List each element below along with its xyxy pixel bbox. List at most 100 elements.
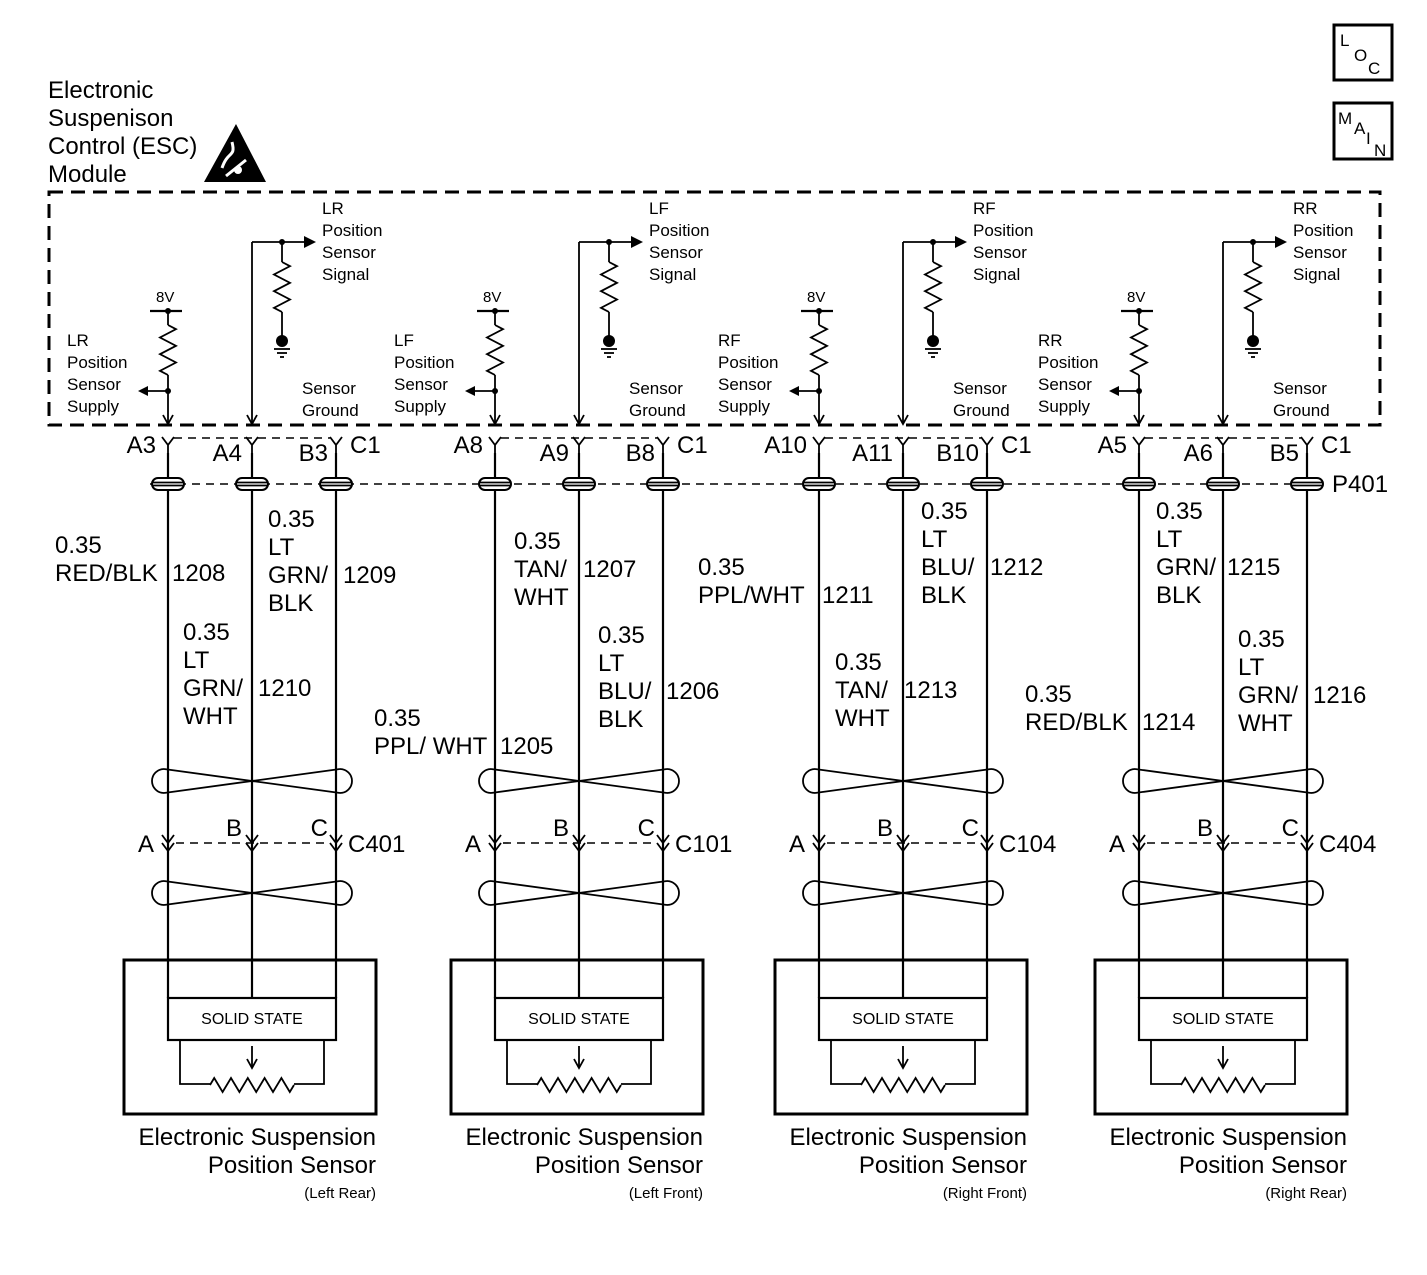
sensor-body (449, 958, 705, 1116)
supply-label-line: Supply (67, 397, 119, 416)
wire-spec-line: LT (268, 534, 295, 561)
wire-spec-line: BLU/ (598, 678, 652, 705)
main-letter-n: N (1374, 141, 1386, 160)
wire-spec-line: 0.35 (268, 506, 315, 533)
sensor-name-line: Electronic Suspension (139, 1124, 376, 1151)
ground-label-line: Sensor (629, 379, 683, 398)
supply-label-line: RR (1038, 331, 1063, 350)
wire-spec-line: 0.35 (55, 532, 102, 559)
cavity-label: C (962, 815, 979, 842)
sensor-position: (Right Rear) (1265, 1185, 1347, 1202)
pin-label: B10 (936, 440, 979, 467)
wire-spec-line: TAN/ (514, 556, 567, 583)
esc-module-outline (47, 190, 1382, 427)
pin-label: A5 (1098, 432, 1127, 459)
signal-label-line: Position (973, 221, 1033, 240)
solid-state-label: SOLID STATE (852, 1011, 954, 1028)
module-title: Electronic Suspenison Control (ESC) Modu… (48, 77, 197, 188)
sensor-position: (Right Front) (943, 1185, 1027, 1202)
signal-label-line: Sensor (1293, 243, 1347, 262)
main-letter-a: A (1354, 119, 1366, 138)
ground-label-line: Sensor (302, 379, 356, 398)
wire-spec-line: LT (921, 526, 948, 553)
cavity-label: B (1197, 815, 1213, 842)
pin-label: C1 (350, 432, 381, 459)
circuit-number: 1207 (583, 556, 636, 583)
esd-warning-icon (204, 124, 266, 182)
ground-label-line: Ground (629, 401, 686, 420)
supply-label-line: LR (67, 331, 89, 350)
wire-spec-line: 0.35 (598, 622, 645, 649)
signal-label-line: Position (649, 221, 709, 240)
wire-spec-line: 0.35 (698, 554, 745, 581)
sensor-name-line: Position Sensor (208, 1152, 376, 1179)
supply-label-line: RF (718, 331, 741, 350)
connector-label: C101 (675, 831, 732, 858)
circuit-number: 1215 (1227, 554, 1280, 581)
solid-state-label: SOLID STATE (201, 1011, 303, 1028)
main-button[interactable]: M A I N (1332, 101, 1394, 161)
wire-spec-line: 0.35 (374, 705, 421, 732)
circuit-number: 1208 (172, 560, 225, 587)
cavity-label: C (311, 815, 328, 842)
wire-spec-line: LT (183, 647, 210, 674)
p401-label: P401 (1332, 471, 1388, 498)
wire-spec-line: PPL/ WHT (374, 733, 488, 760)
wire-spec-line: RED/BLK (55, 560, 158, 587)
pin-label: B8 (626, 440, 655, 467)
signal-label-line: Position (322, 221, 382, 240)
wire-spec-line: 0.35 (183, 619, 230, 646)
sensor-group: 8VLFPositionSensorSupplyLFPositionSensor… (374, 199, 732, 1202)
main-letter-i: I (1366, 129, 1371, 148)
signal-label-line: Sensor (322, 243, 376, 262)
supply-label-line: Supply (718, 397, 770, 416)
sensor-name-line: Electronic Suspension (790, 1124, 1027, 1151)
signal-label-line: Signal (973, 265, 1020, 284)
wire-spec-line: WHT (183, 703, 238, 730)
wire-spec-line: 0.35 (921, 498, 968, 525)
pin-label: A3 (127, 432, 156, 459)
sensor-group: 8VLRPositionSensorSupplyLRPositionSensor… (55, 199, 405, 1202)
voltage-label: 8V (156, 289, 174, 306)
sensor-name-line: Position Sensor (1179, 1152, 1347, 1179)
circuit-number: 1205 (500, 733, 553, 760)
sensor-group: 8VRFPositionSensorSupplyRFPositionSensor… (698, 199, 1056, 1202)
supply-label-line: Sensor (718, 375, 772, 394)
supply-label-line: LF (394, 331, 414, 350)
signal-label-line: Position (1293, 221, 1353, 240)
connector-label: C404 (1319, 831, 1376, 858)
wire-spec-line: BLK (268, 590, 313, 617)
module-title-line-3: Control (ESC) (48, 133, 197, 160)
wire-spec-line: 0.35 (1238, 626, 1285, 653)
pin-label: C1 (1001, 432, 1032, 459)
sensor-name-line: Electronic Suspension (1110, 1124, 1347, 1151)
signal-label-line: LF (649, 199, 669, 218)
wire-spec-line: 0.35 (1025, 681, 1072, 708)
voltage-label: 8V (483, 289, 501, 306)
sensor-body (1093, 958, 1349, 1116)
wire-spec-line: LT (598, 650, 625, 677)
pin-label: A4 (213, 440, 242, 467)
loc-button[interactable]: L O C (1332, 23, 1394, 82)
ground-label-line: Sensor (1273, 379, 1327, 398)
supply-label-line: Sensor (67, 375, 121, 394)
cavity-label: A (1109, 831, 1125, 858)
circuit-number: 1211 (822, 582, 874, 609)
sensor-groups: 8VLRPositionSensorSupplyLRPositionSensor… (55, 199, 1376, 1202)
circuit-number: 1210 (258, 675, 311, 702)
loc-letter-o: O (1354, 46, 1367, 65)
cavity-label: A (789, 831, 805, 858)
wire-spec-line: LT (1156, 526, 1183, 553)
circuit-number: 1216 (1313, 682, 1366, 709)
loc-letter-c: C (1368, 59, 1380, 78)
wire-spec-line: WHT (514, 584, 569, 611)
ground-label-line: Sensor (953, 379, 1007, 398)
circuit-number: 1213 (904, 677, 957, 704)
supply-label-line: Position (394, 353, 454, 372)
signal-label-line: Signal (649, 265, 696, 284)
wire-spec-line: GRN/ (268, 562, 328, 589)
cavity-label: B (877, 815, 893, 842)
wire-spec-line: TAN/ (835, 677, 888, 704)
loc-letter-l: L (1340, 31, 1349, 50)
